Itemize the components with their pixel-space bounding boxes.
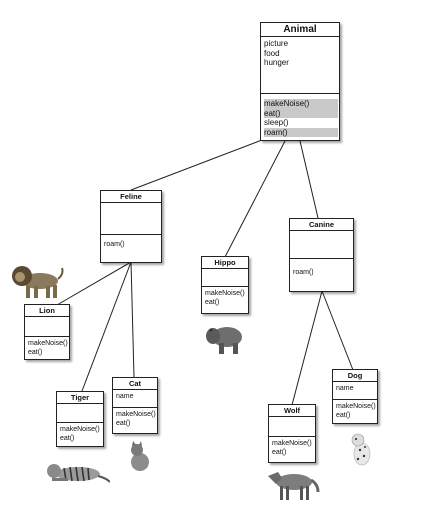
method-highlighted: makeNoise() <box>264 99 338 109</box>
edge-wolf-canine <box>291 290 323 406</box>
wolf-icon <box>268 472 320 500</box>
field: hunger <box>264 58 289 67</box>
class-fields: name <box>113 390 157 408</box>
method: makeNoise() <box>60 426 100 433</box>
method: makeNoise() <box>272 440 312 447</box>
class-name: Animal <box>261 23 339 37</box>
edge-lion-feline <box>56 261 132 306</box>
class-fields <box>202 269 248 287</box>
class-animal[interactable]: Animal picture food hunger makeNoise() e… <box>260 22 340 141</box>
method: makeNoise() <box>116 411 156 418</box>
class-name: Hippo <box>202 257 248 269</box>
class-name: Dog <box>333 370 377 382</box>
method: eat() <box>272 449 287 456</box>
method: eat() <box>28 349 43 356</box>
class-name: Feline <box>101 191 161 203</box>
method: eat() <box>336 412 351 419</box>
lion-icon <box>12 266 64 298</box>
class-methods: makeNoise() eat() <box>202 287 248 307</box>
class-fields: name <box>333 382 377 400</box>
tiger-icon <box>47 464 110 483</box>
method: sleep() <box>264 118 289 127</box>
method: eat() <box>60 435 75 442</box>
class-fields <box>57 404 103 423</box>
class-name: Lion <box>25 305 69 317</box>
edge-hippo-animal <box>224 140 286 258</box>
field: food <box>264 48 280 58</box>
class-name: Cat <box>113 378 157 390</box>
class-wolf[interactable]: Wolf makeNoise() eat() <box>268 404 316 463</box>
method: eat() <box>116 420 131 427</box>
class-tiger[interactable]: Tiger makeNoise() eat() <box>56 391 104 447</box>
class-name: Tiger <box>57 392 103 404</box>
class-methods: makeNoise() eat() sleep() roam() <box>261 94 339 137</box>
method: makeNoise() <box>28 340 68 347</box>
edge-feline-animal <box>130 139 263 191</box>
class-fields <box>269 417 315 437</box>
class-hippo[interactable]: Hippo makeNoise() eat() <box>201 256 249 314</box>
field: name <box>116 393 134 400</box>
dog-icon <box>351 433 371 466</box>
edge-cat-feline <box>130 261 135 378</box>
cat-icon <box>131 441 149 471</box>
method: makeNoise() <box>336 403 376 410</box>
class-methods: roam() <box>101 235 161 249</box>
field: name <box>336 385 354 392</box>
method: makeNoise() <box>205 290 245 297</box>
class-methods: makeNoise() eat() <box>333 400 377 420</box>
class-fields <box>290 231 353 259</box>
class-name: Canine <box>290 219 353 231</box>
edge-canine-animal <box>299 140 319 219</box>
class-fields <box>101 203 161 235</box>
class-methods: makeNoise() eat() <box>57 423 103 443</box>
class-dog[interactable]: Dog name makeNoise() eat() <box>332 369 378 424</box>
class-feline[interactable]: Feline roam() <box>100 190 162 263</box>
class-methods: roam() <box>290 259 353 277</box>
edge-tiger-feline <box>81 261 132 392</box>
field: picture <box>264 39 289 48</box>
class-canine[interactable]: Canine roam() <box>289 218 354 292</box>
class-methods: makeNoise() eat() <box>25 337 69 357</box>
method: eat() <box>205 299 220 306</box>
method: roam() <box>104 241 125 248</box>
class-lion[interactable]: Lion makeNoise() eat() <box>24 304 70 360</box>
class-methods: makeNoise() eat() <box>269 437 315 457</box>
class-name: Wolf <box>269 405 315 417</box>
class-methods: makeNoise() eat() <box>113 408 157 428</box>
class-cat[interactable]: Cat name makeNoise() eat() <box>112 377 158 434</box>
hippo-icon <box>206 327 242 354</box>
method-highlighted: eat() <box>264 108 338 118</box>
method-highlighted: roam() <box>264 127 338 137</box>
method: roam() <box>293 269 314 276</box>
class-fields <box>25 317 69 337</box>
class-fields: picture food hunger <box>261 37 339 94</box>
edge-dog-canine <box>321 290 354 371</box>
